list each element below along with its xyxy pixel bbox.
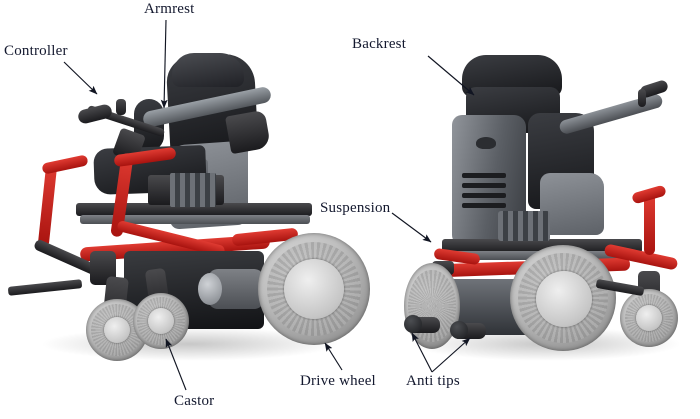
castor-hub-front <box>148 308 174 334</box>
seat-frame-rail-lower <box>80 215 310 224</box>
motor-end-cap <box>198 273 222 305</box>
headrest-pad <box>172 53 244 87</box>
drive-wheel-hub-left <box>284 259 344 319</box>
chassis-red-right-post <box>644 193 655 255</box>
drive-wheel-left <box>258 233 370 345</box>
callout-label-armrest: Armrest <box>144 1 195 17</box>
anti-tip-wheel-left <box>404 315 422 333</box>
frame-red-front-post <box>37 162 58 248</box>
backrest-vent <box>462 173 506 178</box>
castor-wheel-front <box>133 293 189 349</box>
seat-side-panel <box>540 173 604 235</box>
backrest-logo <box>476 137 496 149</box>
seat-lift-column-right <box>498 211 550 241</box>
backrest-vent <box>462 203 506 208</box>
wheelchair-left-side-view <box>7 52 370 365</box>
callout-label-drive-wheel: Drive wheel <box>300 373 376 389</box>
joystick-stem-right <box>638 89 646 107</box>
seat-lift-column <box>170 173 216 207</box>
seat-frame-rail <box>442 239 642 253</box>
backrest-vent <box>462 183 506 188</box>
castor-hub-rear <box>104 317 130 343</box>
wheelchair-right-front-view <box>390 55 690 365</box>
callout-label-controller: Controller <box>4 43 68 59</box>
footplate <box>7 279 83 296</box>
controller-joystick <box>76 103 114 125</box>
anti-tip-wheel-right <box>450 321 468 339</box>
seat-frame-rail-upper <box>76 203 312 216</box>
callout-label-anti-tips: Anti tips <box>406 373 460 389</box>
callout-label-castor: Castor <box>174 393 215 409</box>
drive-wheel-hub-right <box>536 271 592 327</box>
armrest-mount <box>225 109 271 155</box>
castor-hub-right <box>636 305 662 331</box>
callout-label-backrest: Backrest <box>352 36 407 52</box>
backrest-vent <box>462 193 506 198</box>
callout-label-suspension: Suspension <box>320 200 391 216</box>
frame-red-front-curve <box>41 154 89 175</box>
controller-knob <box>116 99 126 115</box>
